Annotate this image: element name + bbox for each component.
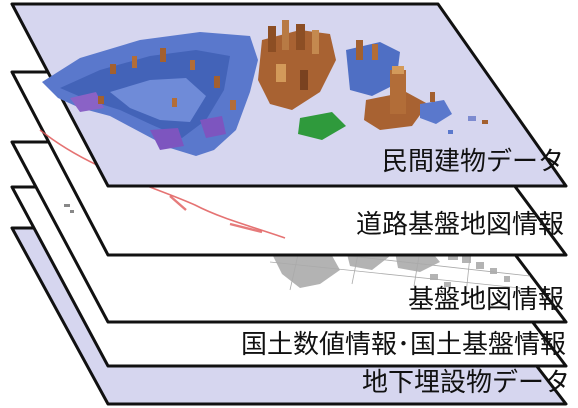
- label-base-map-info: 基盤地図情報: [407, 285, 564, 315]
- label-private-building-data: 民間建物データ: [381, 147, 564, 177]
- road-line-detail: [169, 195, 263, 234]
- label-road-base-map-info: 道路基盤地図情報: [355, 210, 564, 240]
- label-national-land-info: 国土数値情報･国土基盤情報: [240, 330, 566, 360]
- building-model-imagery: [42, 20, 488, 156]
- road-line: [39, 129, 286, 239]
- label-underground-data: 地下埋設物データ: [361, 368, 570, 398]
- base-map-edge-marks: [64, 204, 74, 213]
